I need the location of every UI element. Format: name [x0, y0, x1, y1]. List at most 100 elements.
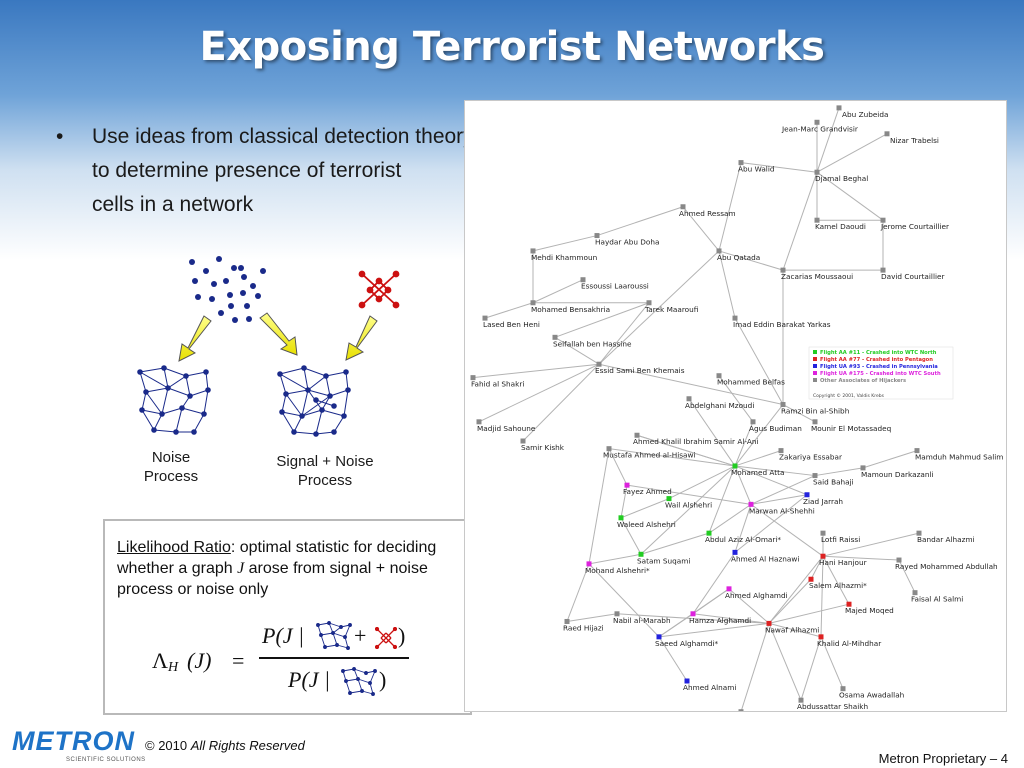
- network-edge: [472, 363, 600, 379]
- network-node-label: Zakariya Essabar: [779, 453, 842, 462]
- network-node-label: Mohammed Belfas: [717, 378, 785, 387]
- network-node-label: Majed Moqed: [845, 606, 894, 615]
- network-node-label: Salem Alhazmi*: [809, 581, 867, 590]
- network-node-label: Abdussattar Shaikh: [797, 702, 868, 711]
- legend-copyright: Copyright © 2001, Valdis Krebs: [813, 392, 885, 399]
- network-node: [814, 169, 820, 175]
- network-node: [686, 396, 692, 402]
- network-node: [618, 515, 624, 521]
- network-node: [732, 463, 738, 469]
- network-node: [914, 448, 920, 454]
- network-edge: [750, 494, 808, 505]
- network-edge: [800, 636, 822, 701]
- likelihood-equation: Λ H (J) = P(J | + ): [105, 611, 470, 701]
- network-node: [778, 448, 784, 454]
- network-node-label: Wail Alshehri: [665, 501, 712, 510]
- network-edge: [616, 613, 770, 624]
- network-node: [820, 553, 826, 559]
- network-edge: [484, 302, 534, 319]
- network-edge: [734, 404, 784, 467]
- noise-graph: [137, 365, 211, 435]
- network-node-label: Mohamed Atta: [731, 468, 784, 477]
- network-edge: [816, 133, 888, 173]
- equals-sign: =: [232, 648, 245, 673]
- proprietary-notice: Metron Proprietary – 4: [878, 751, 1008, 766]
- network-edge: [782, 404, 816, 423]
- network-node: [680, 204, 686, 210]
- caption-line: Process: [143, 468, 199, 485]
- numerator-p: P(J |: [262, 623, 305, 648]
- network-node: [732, 549, 738, 555]
- network-edge: [816, 107, 840, 173]
- network-node-label: David Courtaillier: [881, 272, 945, 281]
- legend-label: Flight AA #77 - Crashed into Pentagon: [820, 357, 933, 363]
- terrorist-cell-x: [358, 270, 400, 309]
- bullet-line: Use ideas from classical detection theor…: [92, 125, 474, 148]
- network-node-label: Essid Sami Ben Khemais: [595, 366, 685, 375]
- legend-swatch: [813, 350, 817, 354]
- network-node: [836, 105, 842, 111]
- network-node: [624, 482, 630, 488]
- network-node-label: Ahmed Alnami: [683, 683, 736, 692]
- network-edge: [768, 622, 822, 638]
- network-node: [656, 634, 662, 640]
- likelihood-rest2: arose from signal + noise process or noi…: [117, 560, 428, 598]
- network-node: [482, 315, 488, 321]
- network-node-label: Fahid al Shakri: [471, 380, 524, 389]
- likelihood-description: Likelihood Ratio: optimal statistic for …: [117, 537, 462, 600]
- network-node-label: Hani Hanjour: [819, 558, 867, 567]
- network-node: [808, 576, 814, 582]
- network-edge: [522, 363, 600, 442]
- network-node: [638, 551, 644, 557]
- network-edge: [620, 498, 670, 519]
- network-edge: [734, 465, 752, 505]
- network-node: [750, 419, 756, 425]
- network-node: [916, 530, 922, 536]
- legend-swatch: [813, 364, 817, 368]
- network-edge: [782, 172, 818, 271]
- network-node: [820, 530, 826, 536]
- denominator-close: ): [379, 667, 387, 692]
- network-edge: [636, 434, 736, 467]
- network-edge: [718, 250, 784, 271]
- network-edge: [810, 555, 824, 580]
- network-node: [896, 557, 902, 563]
- likelihood-rest: : optimal statistic for deciding whether…: [117, 539, 437, 577]
- network-node: [818, 634, 824, 640]
- network-node: [690, 611, 696, 617]
- network-edge: [820, 636, 844, 689]
- network-node-label: Ziad Jarrah: [803, 497, 843, 506]
- network-edge: [588, 553, 642, 565]
- network-legend: Flight AA #11 - Crashed into WTC NorthFl…: [808, 346, 954, 400]
- network-node-label: Waleed Alshehri: [617, 520, 676, 529]
- bullet-text: Use ideas from classical detection theor…: [92, 120, 562, 222]
- network-node: [596, 361, 602, 367]
- network-node-label: Mustafa Ahmed al-Hisawi: [603, 451, 696, 460]
- network-edge: [822, 532, 920, 557]
- network-node: [912, 590, 918, 596]
- network-edge: [708, 503, 752, 534]
- network-node: [564, 618, 570, 624]
- network-edge: [620, 517, 642, 555]
- page-title: Exposing Terrorist Networks: [199, 24, 825, 70]
- metron-logo-subtitle: SCIENTIFIC SOLUTIONS: [66, 757, 146, 763]
- bullet-line: cells in a network: [92, 193, 254, 216]
- network-node-label: Bandar Alhazmi: [917, 535, 975, 544]
- network-edge: [626, 484, 752, 505]
- network-edge: [668, 465, 736, 500]
- network-node-label: Lased Ben Heni: [483, 320, 540, 329]
- network-edge: [718, 250, 736, 319]
- network-edge: [658, 622, 770, 638]
- network-node: [666, 496, 672, 502]
- network-node-label: Ahmed Al Haznawi: [731, 554, 799, 563]
- network-node-label: Mounir El Motassadeq: [811, 424, 891, 433]
- network-edge: [734, 494, 808, 553]
- network-edge: [532, 279, 584, 304]
- network-node-label: Abu Walid: [738, 165, 774, 174]
- legend-label: Other Associates of Hijackers: [820, 378, 906, 384]
- network-node: [804, 492, 810, 498]
- network-edge: [608, 448, 736, 467]
- network-node: [606, 446, 612, 452]
- network-edge: [750, 503, 824, 557]
- network-edge: [682, 206, 720, 252]
